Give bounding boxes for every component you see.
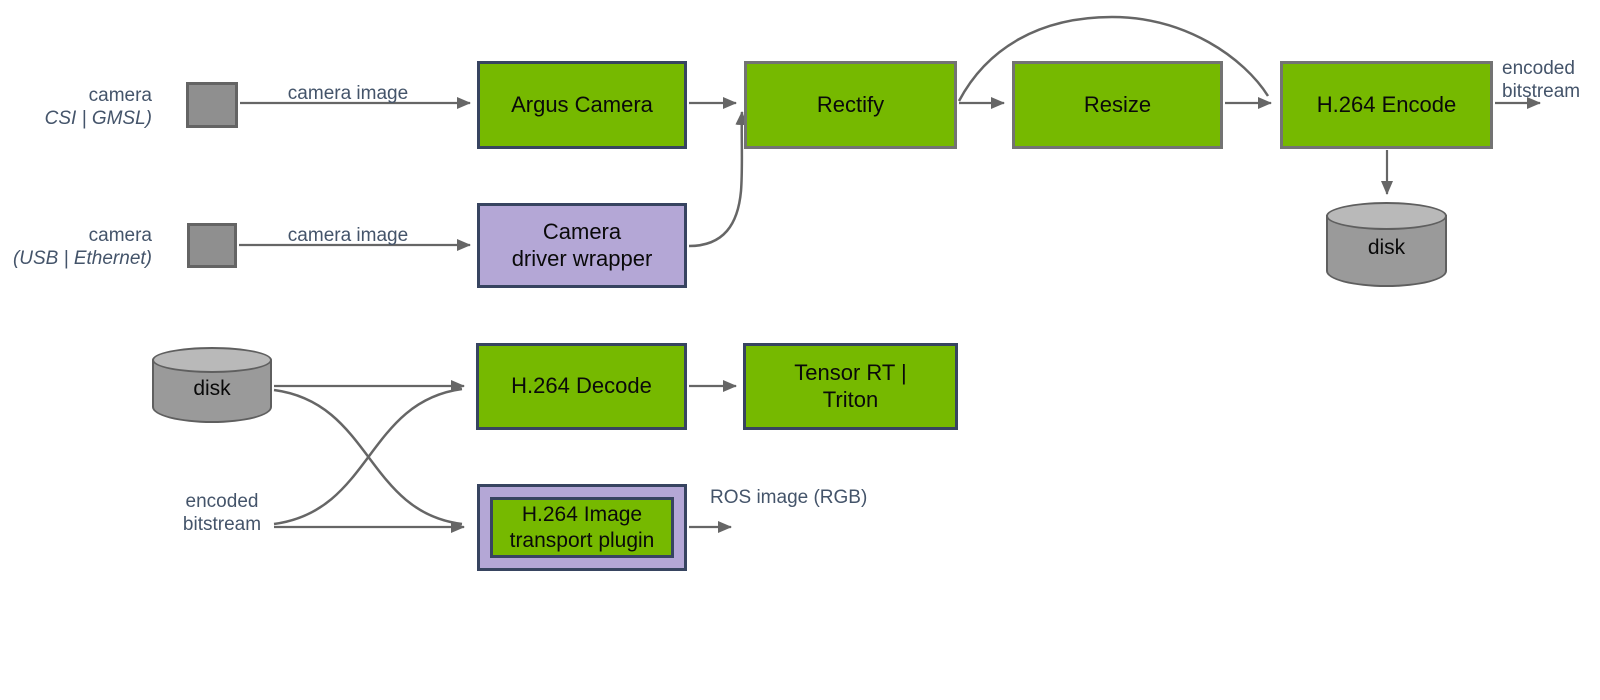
label-camera-usb-line2: (USB | Ethernet) (12, 248, 152, 270)
arrow-wrapper-to-rectify-curve (688, 111, 748, 248)
node-h264-image-transport-plugin: H.264 Image transport plugin (477, 484, 687, 571)
node-tensor-rt-triton-line2: Triton (822, 386, 879, 412)
curve-bitstream-to-decode (273, 387, 463, 526)
node-argus-camera: Argus Camera (477, 61, 687, 149)
node-camera-driver-wrapper-line1: Camera (542, 218, 622, 244)
disk-top-cylinder-top (1326, 202, 1447, 230)
camera-usb-icon (187, 223, 237, 268)
disk-bottom-cylinder: disk (152, 347, 272, 423)
label-encoded-in-line2: bitstream (182, 514, 262, 536)
node-resize-label: Resize (1083, 91, 1152, 117)
label-camera-usb-line1: camera (88, 225, 152, 246)
label-encoded-bitstream-out: encoded bitstream (1502, 57, 1597, 103)
node-tensor-rt-triton: Tensor RT | Triton (743, 343, 958, 430)
label-camera-csi-line2: CSI | GMSL) (44, 108, 152, 130)
node-tensor-rt-triton-line1: Tensor RT | (794, 359, 907, 385)
node-h264-encode: H.264 Encode (1280, 61, 1493, 149)
label-camera-csi-gmsl: camera CSI | GMSL) (4, 84, 152, 130)
label-encoded-bitstream-in: encoded bitstream (162, 490, 282, 536)
disk-bottom-cylinder-top (152, 347, 272, 373)
node-h264-decode: H.264 Decode (476, 343, 687, 430)
node-resize: Resize (1012, 61, 1223, 149)
disk-top-label: disk (1367, 236, 1406, 259)
label-encoded-in-line1: encoded (185, 491, 259, 512)
label-camera-image-top: camera image (287, 83, 409, 104)
node-argus-camera-label: Argus Camera (511, 91, 653, 117)
camera-csi-icon (186, 82, 238, 128)
label-camera-usb-ethernet: camera (USB | Ethernet) (4, 224, 152, 270)
node-h264-decode-label: H.264 Decode (511, 373, 652, 399)
node-camera-driver-wrapper-line2: driver wrapper (511, 245, 653, 271)
node-h264-image-transport-plugin-line2: transport plugin (509, 528, 655, 552)
node-rectify-label: Rectify (816, 91, 885, 117)
node-h264-image-transport-plugin-inner: H.264 Image transport plugin (490, 497, 674, 558)
label-camera-csi-line1: camera (88, 85, 152, 106)
disk-top-cylinder: disk (1326, 202, 1447, 287)
label-encoded-out-line1: encoded (1502, 58, 1575, 79)
node-camera-driver-wrapper: Camera driver wrapper (477, 203, 687, 288)
node-h264-encode-label: H.264 Encode (1316, 91, 1457, 117)
curve-disk-to-plugin (273, 388, 463, 526)
disk-bottom-label: disk (193, 377, 231, 400)
label-camera-image-bottom: camera image (287, 225, 409, 246)
label-ros-image-rgb: ROS image (RGB) (710, 487, 868, 508)
node-rectify: Rectify (744, 61, 957, 149)
node-h264-image-transport-plugin-line1: H.264 Image (521, 503, 643, 527)
label-encoded-out-line2: bitstream (1502, 81, 1581, 103)
